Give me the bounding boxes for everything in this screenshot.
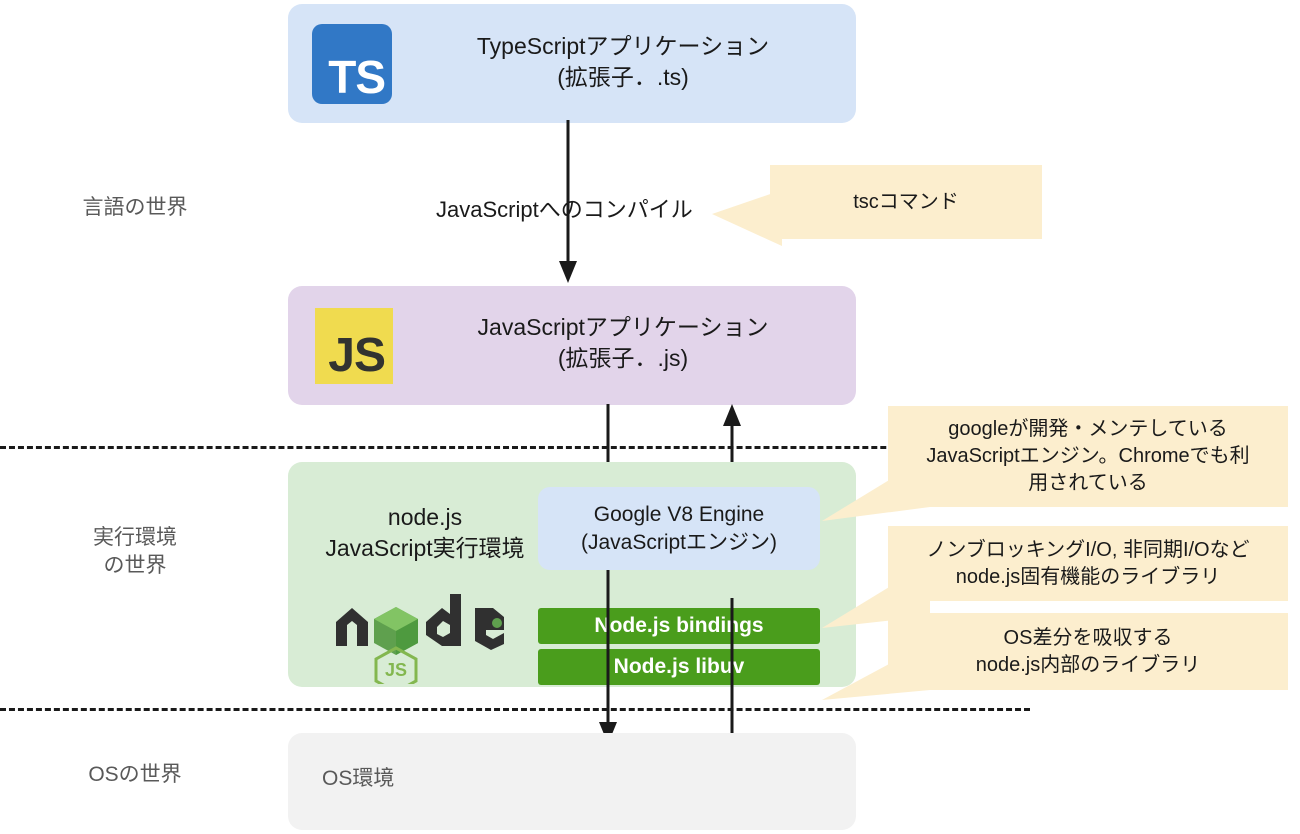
callout-libuv-note: OS差分を吸収する node.js内部のライブラリ (888, 613, 1288, 690)
connector-v8-down (606, 570, 610, 608)
nodejs-libuv-label: Node.js libuv (613, 655, 745, 678)
callout-v8-note: googleが開発・メンテしている JavaScriptエンジン。Chromeで… (888, 406, 1288, 507)
world-label-os: OSの世界 (88, 763, 182, 786)
divider-language-runtime (0, 446, 1030, 449)
nodejs-bindings-bar[interactable]: Node.js bindings (538, 608, 820, 644)
callout-bindings-note-text: ノンブロッキングI/O, 非同期I/Oなど node.js固有機能のライブラリ (926, 538, 1250, 588)
callout-tsc: tscコマンド (770, 165, 1042, 239)
javascript-app-title: JavaScriptアプリケーション (拡張子．.js) (477, 314, 769, 372)
world-label-language: 言語の世界 (82, 196, 188, 219)
connector-through-bindings (606, 608, 610, 687)
divider-runtime-os (0, 708, 1030, 711)
typescript-logo-text: TS (328, 51, 386, 103)
javascript-logo: JS (315, 308, 393, 384)
nodejs-bindings-label: Node.js bindings (594, 614, 764, 637)
callout-bindings-note: ノンブロッキングI/O, 非同期I/Oなど node.js固有機能のライブラリ (888, 526, 1288, 601)
v8-engine-box[interactable]: Google V8 Engine (JavaScriptエンジン) (538, 487, 820, 570)
svg-text:JS: JS (385, 660, 407, 680)
typescript-logo: TS (312, 24, 392, 104)
world-label-runtime: 実行環境 の世界 (93, 526, 177, 577)
edge-label-compile: JavaScriptへのコンパイル (436, 197, 693, 222)
nodejs-libuv-bar[interactable]: Node.js libuv (538, 649, 820, 685)
callout-tsc-text: tscコマンド (853, 190, 959, 213)
arrow-os-to-node (730, 686, 734, 738)
nodejs-runtime-title: node.js JavaScript実行環境 (325, 504, 525, 562)
os-environment-box[interactable]: OS環境 (288, 733, 856, 830)
connector-libuv-up (730, 598, 734, 687)
os-environment-title: OS環境 (322, 767, 395, 790)
nodejs-runtime-box[interactable]: node.js JavaScript実行環境 JS Google V8 Engi… (288, 462, 856, 687)
callout-libuv-note-text: OS差分を吸収する node.js内部のライブラリ (975, 626, 1201, 676)
javascript-logo-text: JS (328, 329, 386, 382)
v8-engine-title: Google V8 Engine (JavaScriptエンジン) (580, 503, 778, 555)
nodejs-logo: JS (336, 594, 504, 684)
typescript-app-title: TypeScriptアプリケーション (拡張子．.ts) (476, 33, 770, 91)
javascript-app-box[interactable]: JS JavaScriptアプリケーション (拡張子．.js) (288, 286, 856, 405)
callout-v8-note-text: googleが開発・メンテしている JavaScriptエンジン。Chromeで… (926, 418, 1250, 494)
typescript-app-box[interactable]: TS TypeScriptアプリケーション (拡張子．.ts) (288, 4, 856, 123)
arrow-ts-to-js (559, 120, 577, 283)
